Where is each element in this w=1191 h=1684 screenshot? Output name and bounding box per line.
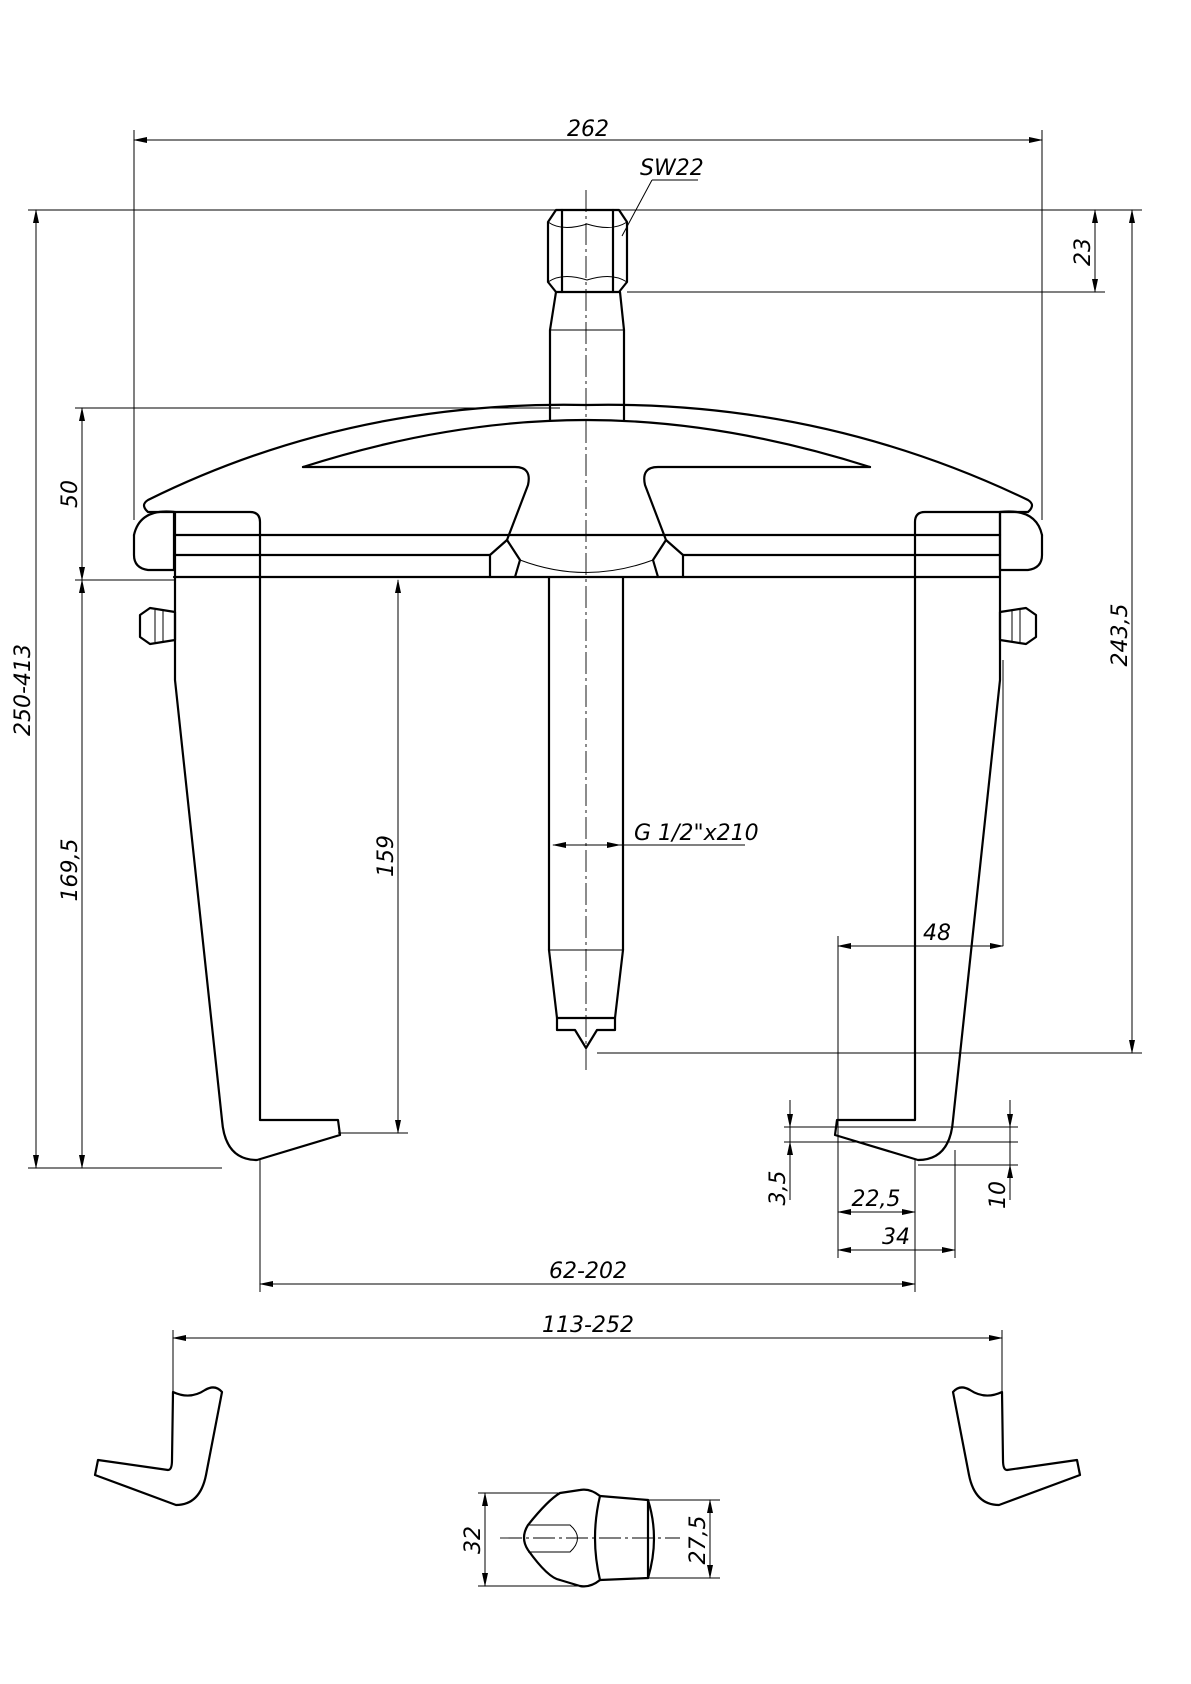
dim-jaw-widths: 22,5 34	[837, 1150, 956, 1262]
dim-27-5-label: 27,5	[686, 1516, 711, 1565]
pad-detail: 32 27,5	[461, 1488, 720, 1588]
dim-250-413-label: 250-413	[11, 644, 36, 736]
thread-label: G 1/2"x210	[634, 821, 759, 846]
dim-inner-length: 159	[338, 579, 408, 1134]
dim-grip-range-inner: 62-202	[259, 1160, 916, 1292]
left-external-jaw	[93, 1386, 224, 1507]
dim-48-label: 48	[923, 921, 951, 946]
dim-3-5-label: 3,5	[766, 1171, 791, 1206]
dim-grip-range-outer: 113-252	[172, 1313, 1003, 1395]
dim-10-label: 10	[986, 1181, 1011, 1209]
dim-243-label: 243,5	[1108, 604, 1133, 667]
dim-22-5-label: 22,5	[852, 1187, 901, 1212]
dim-arm-height: 169,5	[58, 579, 85, 1169]
dim-262-label: 262	[567, 117, 609, 142]
sw22-label: SW22	[640, 156, 704, 181]
dim-jaw-thickness: 10	[918, 1100, 1018, 1209]
right-external-jaw	[951, 1386, 1082, 1507]
yoke	[132, 403, 1044, 579]
dim-113-252-label: 113-252	[542, 1313, 634, 1338]
right-arm	[833, 510, 1038, 1162]
dim-32-label: 32	[461, 1526, 486, 1554]
dim-total-height: 250-413	[11, 209, 556, 1169]
dim-hex-height: 23	[586, 209, 1142, 293]
dim-169-label: 169,5	[58, 839, 83, 902]
dim-overall-width: 262	[133, 117, 1043, 520]
dim-23-label: 23	[1071, 238, 1096, 266]
spindle	[547, 290, 626, 1050]
dim-leg-offset: 48	[837, 660, 1004, 1258]
dim-reach-to-tip: 243,5	[597, 209, 1142, 1054]
dim-hex-size: SW22	[621, 156, 704, 237]
dim-50-label: 50	[58, 480, 83, 508]
dim-yoke-height: 50	[58, 407, 560, 581]
hex-nut	[546, 208, 629, 294]
left-arm	[138, 510, 342, 1162]
dim-spindle-thread: G 1/2"x210	[552, 821, 759, 848]
dim-159-label: 159	[374, 835, 399, 877]
dim-34-label: 34	[882, 1225, 910, 1250]
dim-jaw-step: 3,5	[766, 1100, 1018, 1206]
dim-62-202-label: 62-202	[549, 1259, 627, 1284]
